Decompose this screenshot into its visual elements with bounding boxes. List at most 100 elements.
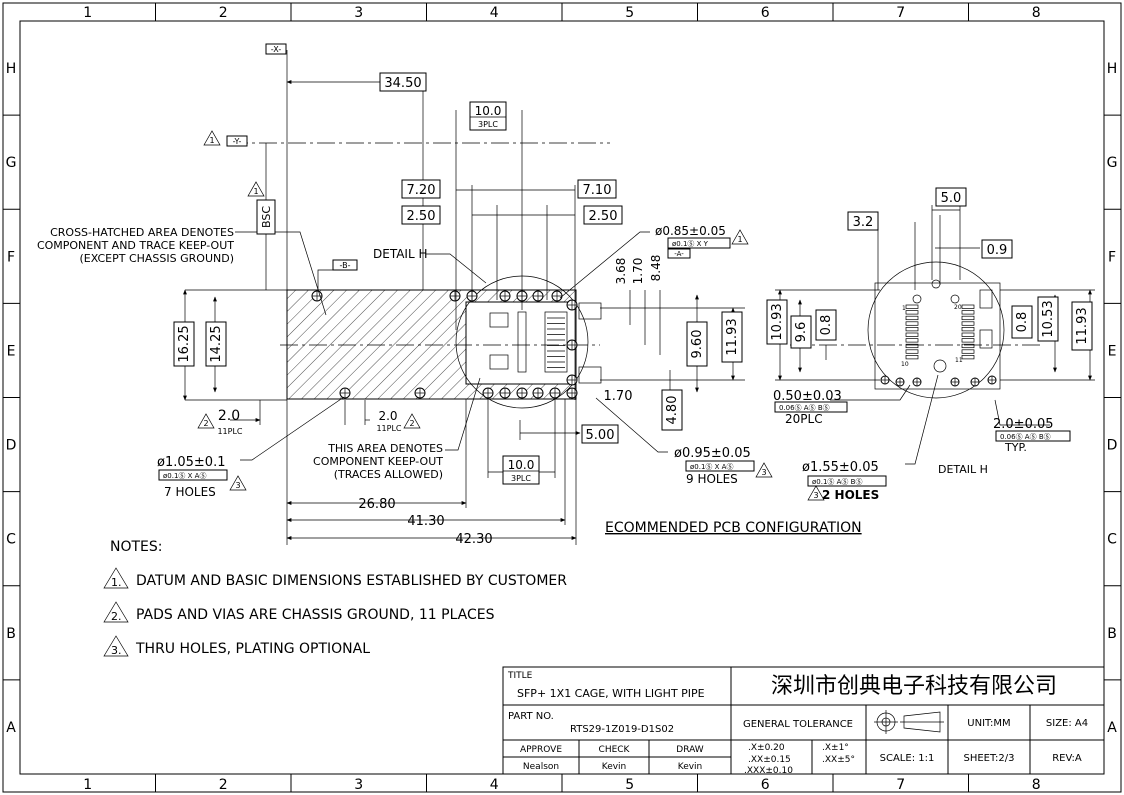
note-crosshatch-line3: (EXCEPT CHASSIS GROUND) (80, 252, 235, 265)
frame-row-label: A (6, 720, 16, 736)
note-crosshatch-line1: CROSS-HATCHED AREA DENOTES (50, 226, 234, 239)
detail-pad (905, 321, 919, 326)
frame-row-label: H (6, 61, 17, 77)
draw-label: DRAW (676, 745, 703, 755)
dim-26-80: 26.80 (358, 497, 395, 512)
approve-name: Nealson (523, 762, 559, 772)
detail-dim-3-2: 3.2 (853, 215, 874, 230)
detail-pad (905, 304, 919, 309)
note-keepout-line2: COMPONENT KEEP-OUT (313, 455, 443, 468)
check-label: CHECK (599, 745, 631, 755)
frame-column-label: 7 (896, 777, 905, 793)
frame-row-label: F (7, 249, 15, 265)
detail-pad (961, 327, 975, 332)
detail-pad-tolerance: 0.06Ⓢ AⓈ BⓈ (779, 404, 830, 412)
dim-3plc-top: 3PLC (478, 120, 498, 129)
notes-block: NOTES: 1. DATUM AND BASIC DIMENSIONS EST… (103, 539, 567, 657)
datum-x-label: -X- (271, 45, 282, 54)
angle-tolerance-xx: .XX±5° (822, 755, 855, 765)
frame-row-label: E (7, 343, 16, 359)
dim-1-70-vert: 1.70 (631, 258, 645, 285)
frame-row-label: D (6, 438, 17, 454)
detail-dim-0-8-left: 0.8 (819, 315, 834, 336)
frame-column-label: 4 (490, 5, 499, 21)
frame-row-label: C (1107, 532, 1117, 548)
frame-row-label: A (1107, 720, 1117, 736)
detail-pad (905, 338, 919, 343)
angle-tolerance-x: .X±1° (822, 743, 849, 753)
detail-dim-5-0: 5.0 (941, 191, 962, 206)
svg-text:3: 3 (235, 481, 240, 490)
detail-dim-2-0: 2.0±0.05 (993, 417, 1054, 432)
detail-pin-10: 10 (901, 361, 909, 368)
frame-column-label: 2 (219, 5, 228, 21)
detail-pad (905, 343, 919, 349)
svg-text:2: 2 (203, 419, 208, 428)
hole-105-spec: ø1.05±0.1 (157, 455, 225, 470)
detail-typ: TYP. (1004, 441, 1027, 454)
hole-105-tolerance: ø0.1Ⓢ X AⓈ (163, 472, 206, 480)
frame-row-label: F (1108, 249, 1116, 265)
detail-dim-2-0-tolerance: 0.06Ⓢ AⓈ BⓈ (1000, 433, 1051, 441)
scale-label: SCALE: 1:1 (880, 753, 935, 764)
svg-text:2: 2 (409, 419, 414, 428)
main-dimension-lines (183, 75, 745, 545)
dim-42-30: 42.30 (455, 532, 492, 547)
detail-pad (961, 310, 975, 315)
detail-dim-11-93: 11.93 (1075, 307, 1090, 344)
detail-pad (961, 355, 975, 360)
frame-row-label: E (1108, 343, 1117, 359)
rev-label: REV:A (1052, 753, 1082, 764)
detail-pad (961, 321, 975, 326)
detail-pad (961, 304, 975, 309)
dim-10-0-bottom: 10.0 (508, 458, 535, 472)
detail-pad (905, 332, 919, 337)
note-2-text: PADS AND VIAS ARE CHASSIS GROUND, 11 PLA… (136, 607, 495, 623)
detail-dim-0-8-right: 0.8 (1015, 312, 1030, 333)
frame-row-label: D (1107, 438, 1118, 454)
tolerance-x: .X±0.20 (748, 743, 785, 753)
note-keepout-line3: (TRACES ALLOWED) (334, 468, 443, 481)
connector-pads (489, 302, 602, 384)
detail-pad (905, 349, 919, 354)
detail-hole-155-tolerance: ø0.1Ⓢ AⓈ BⓈ (812, 478, 862, 486)
datum-y-label: -Y- (233, 137, 242, 146)
frame-column-label: 4 (490, 777, 499, 793)
frame-column-label: 2 (219, 777, 228, 793)
check-name: Kevin (602, 762, 627, 772)
detail-pad (961, 332, 975, 337)
main-dimension-texts: -X- 1 -Y- 34.50 10.0 3PLC 7.20 7.10 2.50… (37, 43, 773, 547)
dim-41-30: 41.30 (407, 514, 444, 529)
detail-pin-20: 20 (954, 304, 962, 311)
title-label: TITLE (507, 671, 533, 681)
section-title: ECOMMENDED PCB CONFIGURATION (605, 520, 862, 536)
dim-9-60: 9.60 (690, 330, 705, 359)
detail-pad (961, 315, 975, 321)
frame-row-label: B (1107, 626, 1117, 642)
detail-pad (905, 310, 919, 315)
svg-text:3: 3 (761, 468, 766, 477)
general-tolerance-label: GENERAL TOLERANCE (743, 719, 853, 730)
draw-name: Kevin (678, 762, 703, 772)
frame-column-label: 6 (761, 777, 770, 793)
size-label: SIZE: A4 (1046, 718, 1088, 729)
approve-label: APPROVE (520, 745, 562, 755)
detail-dim-10-53: 10.53 (1041, 300, 1056, 337)
detail-h-title: DETAIL H (938, 463, 988, 476)
note-1-number: 1. (111, 576, 122, 589)
part-no-value: RTS29-1Z019-D1S02 (570, 724, 674, 735)
hole-085-tolerance: ø0.1Ⓢ X Y (672, 240, 709, 248)
hole-105-count: 7 HOLES (164, 485, 216, 499)
keepout-traces-allowed-area (465, 301, 577, 385)
svg-text:1: 1 (253, 187, 258, 196)
dim-34-50: 34.50 (384, 76, 421, 91)
frame-column-label: 3 (354, 5, 363, 21)
detail-dim-0-9: 0.9 (987, 243, 1008, 258)
company-name: 深圳市创典电子科技有限公司 (771, 674, 1057, 699)
dim-11-93-main: 11.93 (725, 318, 740, 355)
note-3-text: THRU HOLES, PLATING OPTIONAL (135, 641, 370, 657)
title-value: SFP+ 1X1 CAGE, WITH LIGHT PIPE (517, 687, 705, 700)
detail-pad (905, 355, 919, 360)
frame-column-label: 8 (1032, 5, 1041, 21)
